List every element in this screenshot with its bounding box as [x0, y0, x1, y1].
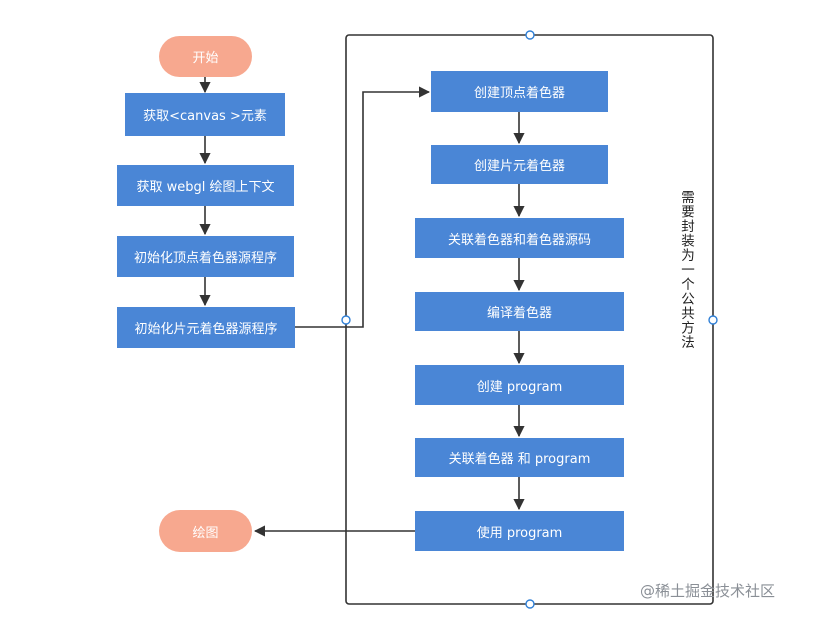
- frame-handle-top[interactable]: [525, 30, 535, 40]
- end-node[interactable]: 绘图: [159, 510, 252, 552]
- frame-handle-left[interactable]: [341, 315, 351, 325]
- init-fragment-shader-source-step[interactable]: 初始化片元着色器源程序: [117, 307, 295, 348]
- watermark: @稀土掘金技术社区: [640, 582, 776, 600]
- init-vertex-shader-source-step[interactable]: 初始化顶点着色器源程序: [117, 236, 294, 277]
- compile-shader-step[interactable]: 编译着色器: [415, 292, 624, 331]
- create-vertex-shader-step[interactable]: 创建顶点着色器: [431, 71, 608, 112]
- get-canvas-step[interactable]: 获取<canvas >元素: [125, 93, 285, 136]
- attach-shader-program-step[interactable]: 关联着色器 和 program: [415, 438, 624, 477]
- get-webgl-context-step[interactable]: 获取 webgl 绘图上下文: [117, 165, 294, 206]
- frame-handle-right[interactable]: [708, 315, 718, 325]
- arrow-left-to-right-flow: [295, 86, 431, 328]
- create-program-step[interactable]: 创建 program: [415, 365, 624, 405]
- group-label: 需要封装为一个公共方法: [678, 190, 694, 350]
- create-fragment-shader-step[interactable]: 创建片元着色器: [431, 145, 608, 184]
- attach-shader-source-step[interactable]: 关联着色器和着色器源码: [415, 218, 624, 258]
- use-program-step[interactable]: 使用 program: [415, 511, 624, 551]
- frame-handle-bottom[interactable]: [525, 599, 535, 609]
- start-node[interactable]: 开始: [159, 36, 252, 77]
